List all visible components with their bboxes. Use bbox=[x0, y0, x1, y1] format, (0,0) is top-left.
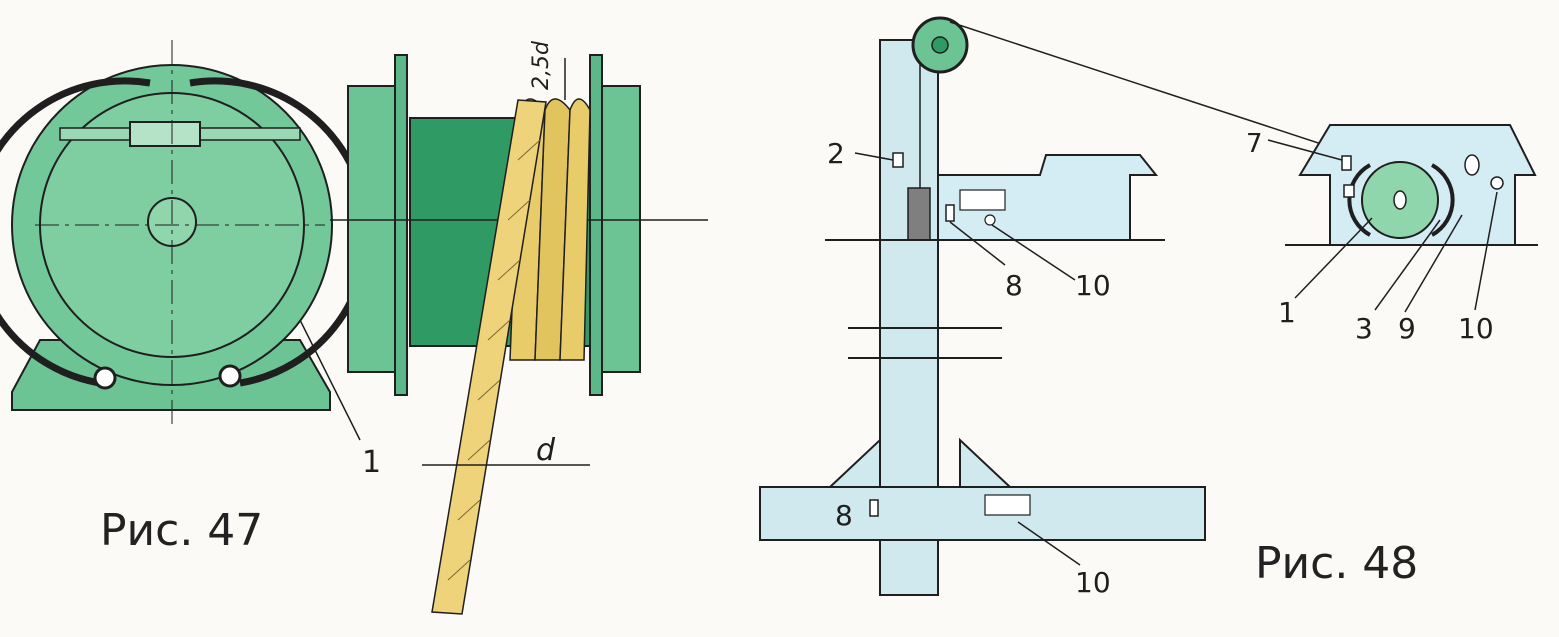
figure-47: 1 d 2,5d Рис. 47 bbox=[0, 40, 708, 615]
device-10-lower-group bbox=[984, 494, 1031, 516]
lower-bracket-right bbox=[959, 437, 1013, 488]
caption-fig-48: Рис. 48 bbox=[1255, 538, 1418, 589]
device-right-theta bbox=[1464, 154, 1480, 176]
leader-8-upper bbox=[949, 221, 1006, 266]
rope-strand bbox=[431, 99, 547, 615]
right-drum-hub bbox=[1393, 190, 1407, 210]
leader-2 bbox=[854, 152, 894, 161]
device-10-lamp bbox=[984, 214, 996, 226]
drum-side-view: d 2,5d bbox=[330, 40, 708, 615]
callout-10-lower: 10 bbox=[1075, 566, 1111, 599]
elevator-counterweight bbox=[907, 187, 931, 241]
callout-1-right: 1 bbox=[1278, 296, 1296, 329]
brake-shoe-left bbox=[0, 77, 151, 387]
device-8-lower bbox=[869, 499, 879, 517]
leader-10-lower bbox=[1017, 521, 1081, 566]
callout-8-lower: 8 bbox=[835, 499, 853, 532]
rope-lay-lines bbox=[447, 139, 541, 581]
figure-48: 2 8 10 8 10 7 1 3 9 bbox=[759, 16, 1538, 599]
device-2 bbox=[892, 152, 904, 168]
shoe-pivot-left bbox=[93, 366, 117, 390]
callout-2: 2 bbox=[827, 137, 845, 170]
callout-1: 1 bbox=[362, 445, 381, 480]
device-right-small bbox=[1343, 184, 1355, 198]
right-brake-right bbox=[1430, 163, 1455, 237]
leader-10-upper bbox=[991, 224, 1076, 281]
brake-drum-front-view: 1 bbox=[0, 40, 381, 480]
callout-10-right: 10 bbox=[1458, 312, 1494, 345]
leader-9 bbox=[1404, 214, 1463, 313]
callout-8-upper: 8 bbox=[1005, 269, 1023, 302]
callout-3: 3 bbox=[1355, 312, 1373, 345]
brake-block bbox=[129, 121, 201, 147]
device-right-lamp bbox=[1490, 176, 1504, 190]
top-pulley-hub bbox=[931, 36, 949, 54]
callout-7: 7 bbox=[1246, 129, 1263, 159]
callout-9: 9 bbox=[1398, 312, 1416, 345]
rope-coil bbox=[559, 98, 591, 361]
leader-7 bbox=[1267, 139, 1343, 161]
callout-10-upper: 10 bbox=[1075, 269, 1111, 302]
shoe-pivot-right bbox=[218, 364, 242, 388]
device-10-group bbox=[959, 189, 1006, 211]
leader-1-right bbox=[1294, 217, 1373, 299]
dimension-d: d bbox=[536, 433, 556, 468]
device-8-upper bbox=[945, 204, 955, 222]
leader-1 bbox=[299, 319, 361, 441]
drum-flange-right bbox=[601, 85, 641, 373]
lower-bracket-left bbox=[827, 437, 881, 488]
drum-flange-right-plate bbox=[589, 54, 603, 396]
leader-10-right bbox=[1474, 191, 1498, 311]
device-7 bbox=[1341, 155, 1352, 171]
lower-floor-slab bbox=[759, 486, 1206, 541]
leader-3 bbox=[1374, 219, 1441, 311]
caption-fig-47: Рис. 47 bbox=[100, 505, 263, 556]
hoist-cable bbox=[949, 21, 1371, 161]
dimension-2-5d: 2,5d bbox=[529, 40, 554, 90]
drum-flange-left-plate bbox=[394, 54, 408, 396]
